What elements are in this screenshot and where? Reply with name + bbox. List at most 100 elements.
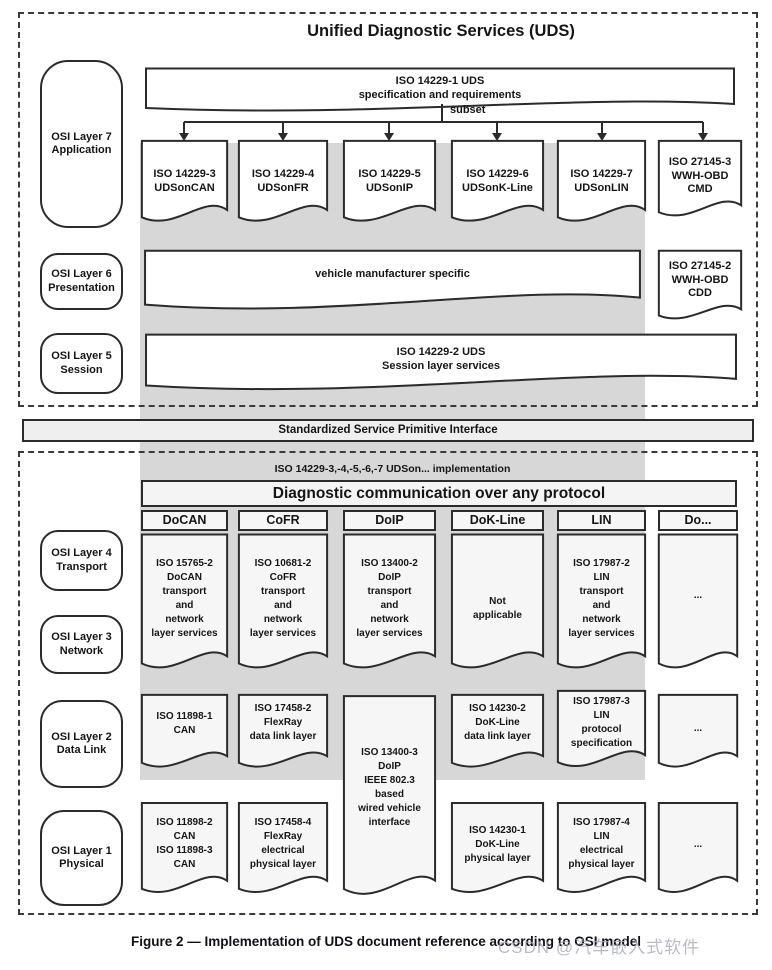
osi-layer-2-datalink: OSI Layer 2 Data Link (40, 700, 123, 788)
doc-dok-line-datalink: ISO 14230-2 DoK-Line data link layer (451, 694, 544, 778)
osi-layer-5-session: OSI Layer 5 Session (40, 333, 123, 394)
uds-dashed-frame (18, 12, 758, 407)
osi-layer-1-physical: OSI Layer 1 Physical (40, 810, 123, 906)
doc-label: ... (693, 723, 703, 734)
doc-dok-line-transport: Not applicable (451, 533, 544, 678)
column-header-do-ellipsis: Do... (658, 510, 738, 531)
doc-wwh-obd-cmd: ISO 27145-3 WWH-OBD CMD (658, 140, 742, 226)
protocol-header: Diagnostic communication over any protoc… (141, 480, 737, 507)
document-shape (343, 140, 436, 232)
doc-label: ISO 17458-2 FlexRay data link layer (249, 703, 317, 742)
osi-layer-4-transport: OSI Layer 4 Transport (40, 530, 123, 591)
doc-flexray-datalink: ISO 17458-2 FlexRay data link layer (238, 694, 328, 778)
figure-caption: Figure 2 — Implementation of UDS documen… (130, 934, 642, 949)
column-header-lin: LIN (557, 510, 646, 531)
document-shape (658, 802, 738, 903)
doc-label: vehicle manufacturer specific (315, 268, 470, 280)
doc-iso14229-1-spec: ISO 14229-1 UDS specification and requir… (140, 68, 740, 118)
doc-do-ellipsis-physical: ... (658, 802, 738, 903)
doc-label: ISO 14229-2 UDS Session layer services (381, 346, 501, 372)
doc-label: ISO 14229-6 UDSonK-Line (462, 168, 533, 194)
doc-label: ISO 17458-4 FlexRay electrical physical … (249, 817, 317, 870)
document-shape (238, 533, 328, 678)
doc-label: ISO 14229-4 UDSonFR (251, 168, 315, 194)
doc-label: ISO 11898-2 CAN ISO 11898-3 CAN (156, 817, 213, 870)
document-shape (238, 802, 328, 903)
doc-label: ... (693, 590, 703, 601)
page-title: Unified Diagnostic Services (UDS) (307, 22, 575, 40)
document-shape (141, 694, 228, 778)
doc-doip-transport: ISO 13400-2 DoIP transport and network l… (343, 533, 436, 678)
csdn-watermark: CSDN @汽车嵌入式软件 (498, 938, 701, 957)
document-shape (658, 140, 742, 226)
document-shape (557, 690, 646, 778)
doc-can-datalink: ISO 11898-1 CAN (141, 694, 228, 778)
doc-label: ISO 14229-3 UDSonCAN (153, 168, 216, 194)
doc-do-ellipsis-datalink: ... (658, 694, 738, 778)
doc-lin-transport: ISO 17987-2 LIN transport and network la… (557, 533, 646, 678)
doc-label: ISO 15765-2 DoCAN transport and network … (151, 558, 218, 639)
doc-lin-physical: ISO 17987-4 LIN electrical physical laye… (557, 802, 646, 903)
column-header-dok-line: DoK-Line (451, 510, 544, 531)
doc-label: ISO 14230-1 DoK-Line physical layer (464, 825, 531, 864)
doc-label: ISO 14229-1 UDS specification and requir… (358, 75, 522, 101)
doc-label: ISO 27145-2 WWH-OBD CDD (668, 260, 732, 299)
doc-label: ISO 27145-3 WWH-OBD CMD (668, 156, 732, 195)
document-shape (451, 533, 544, 678)
document-shape (140, 250, 645, 320)
column-header-doip: DoIP (343, 510, 436, 531)
document-shape (238, 140, 328, 232)
doc-label: ISO 17987-2 LIN transport and network la… (568, 558, 635, 639)
document-shape (141, 533, 228, 678)
document-shape (658, 694, 738, 778)
doc-udsonip: ISO 14229-5 UDSonIP (343, 140, 436, 232)
implementation-band (140, 143, 645, 780)
doc-label: ISO 11898-1 CAN (156, 711, 213, 736)
document-shape (343, 533, 436, 678)
doc-can-physical: ISO 11898-2 CAN ISO 11898-3 CAN (141, 802, 228, 903)
document-shape (451, 694, 544, 778)
doc-do-ellipsis-transport: ... (658, 533, 738, 678)
subset-label: subset (450, 104, 486, 116)
doc-label: ISO 17987-4 LIN electrical physical laye… (568, 817, 635, 870)
doc-label: ISO 14229-7 UDSonLIN (570, 168, 633, 194)
doc-vehicle-manufacturer-specific: vehicle manufacturer specific (140, 250, 645, 320)
document-shape (557, 533, 646, 678)
doc-label: ISO 14230-2 DoK-Line data link layer (464, 703, 531, 742)
doc-label: ISO 14229-5 UDSonIP (358, 168, 421, 194)
doc-flexray-physical: ISO 17458-4 FlexRay electrical physical … (238, 802, 328, 903)
document-shape (140, 334, 742, 400)
doc-label: ISO 10681-2 CoFR transport and network l… (249, 558, 317, 639)
document-shape (658, 533, 738, 678)
document-shape (658, 250, 742, 328)
doc-cofr-transport: ISO 10681-2 CoFR transport and network l… (238, 533, 328, 678)
doc-label: ... (693, 839, 703, 850)
document-shape (238, 694, 328, 778)
column-header-docan: DoCAN (141, 510, 228, 531)
document-shape (343, 694, 436, 906)
doc-dok-line-physical: ISO 14230-1 DoK-Line physical layer (451, 802, 544, 903)
doc-docan-transport: ISO 15765-2 DoCAN transport and network … (141, 533, 228, 678)
osi-layer-3-network: OSI Layer 3 Network (40, 615, 123, 674)
doc-udsoncan: ISO 14229-3 UDSonCAN (141, 140, 228, 232)
osi-layer-6-presentation: OSI Layer 6 Presentation (40, 253, 123, 310)
document-shape (557, 802, 646, 903)
doc-udsonkline: ISO 14229-6 UDSonK-Line (451, 140, 544, 232)
doc-lin-protocol: ISO 17987-3 LIN protocol specification (557, 690, 646, 778)
doc-wwh-obd-cdd: ISO 27145-2 WWH-OBD CDD (658, 250, 742, 328)
doc-udsonlin: ISO 14229-7 UDSonLIN (557, 140, 646, 232)
doc-iso14229-2-session: ISO 14229-2 UDS Session layer services (140, 334, 742, 400)
implementation-dashed-frame (18, 451, 758, 915)
document-shape (557, 140, 646, 232)
document-shape (451, 140, 544, 232)
column-header-cofr: CoFR (238, 510, 328, 531)
doc-label: Not applicable (473, 596, 522, 621)
doc-doip-wired-vehicle-interface: ISO 13400-3 DoIP IEEE 802.3 based wired … (343, 694, 436, 906)
document-shape (451, 802, 544, 903)
document-shape (141, 140, 228, 232)
doc-label: ISO 13400-2 DoIP transport and network l… (356, 558, 423, 639)
doc-label: ISO 13400-3 DoIP IEEE 802.3 based wired … (358, 747, 421, 828)
document-shape (141, 802, 228, 903)
service-primitive-interface-bar: Standardized Service Primitive Interface (22, 419, 754, 442)
